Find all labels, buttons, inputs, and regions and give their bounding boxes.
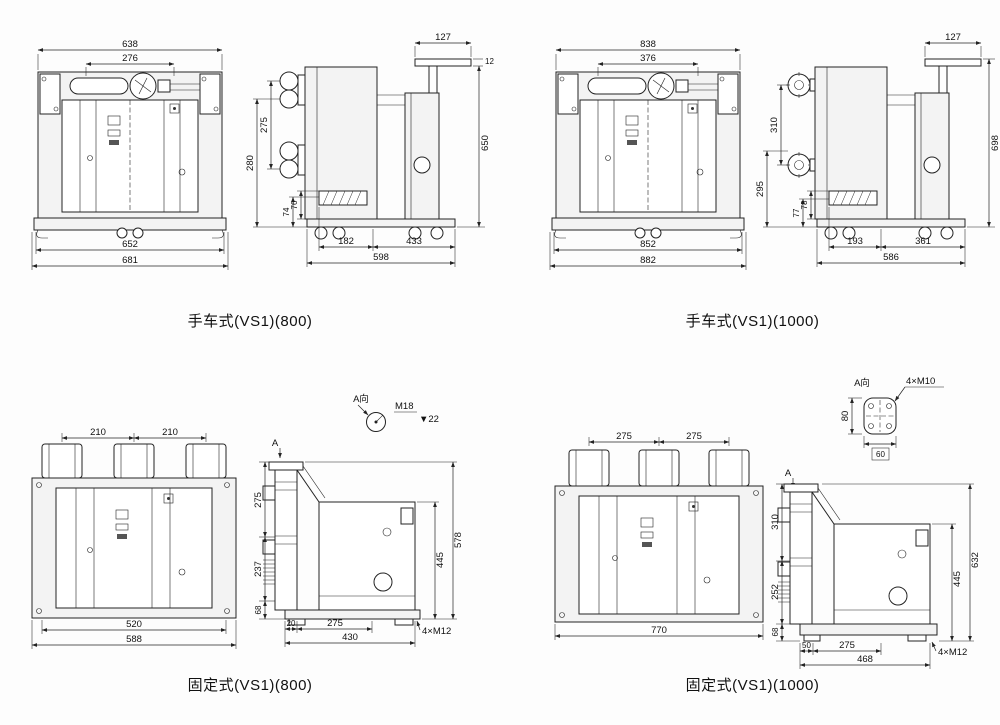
dim-base-outer: 770 [651, 625, 667, 636]
dim-base-total: 586 [883, 252, 899, 263]
side-dimensions [763, 41, 995, 267]
handcart-1000-side-view: 127 310 295 77 78 193 361 586 698 [755, 32, 1000, 267]
dim-r-outer: 578 [453, 532, 464, 548]
dim-h-mid: 252 [770, 584, 781, 600]
caption-fixed-1000: 固定式(VS1)(1000) [685, 677, 820, 694]
dim-r-inner: 445 [952, 571, 963, 587]
front-dimensions [554, 437, 764, 640]
dim-b-mid: 275 [839, 640, 855, 651]
dim-base-outer: 681 [122, 255, 138, 266]
dim-base-total: 598 [373, 252, 389, 263]
dim-b-offset: 20 [287, 619, 296, 628]
dim-base-front: 193 [847, 236, 863, 247]
caption-handcart-1000: 手车式(VS1)(1000) [685, 313, 820, 330]
side-drawing [777, 478, 938, 642]
dim-base-outer: 882 [640, 255, 656, 266]
bolt-note: 4×M12 [422, 626, 451, 637]
front-drawing [31, 443, 237, 619]
front-drawing [554, 449, 764, 623]
front-dimensions [31, 48, 229, 270]
dim-plate-thickness: 12 [485, 57, 494, 66]
bolt-note: 4×M12 [938, 647, 967, 658]
dim-pitch-left: 210 [90, 427, 106, 438]
dim-base-outer: 588 [126, 634, 142, 645]
handcart-1000-front-view: 838 376 852 882 [549, 39, 747, 270]
dim-small-b: 78 [800, 200, 809, 209]
dim-pitch-right: 275 [686, 431, 702, 442]
dim-lower-height: 280 [245, 155, 256, 171]
view-a-label: A向 [353, 393, 369, 405]
dim-pitch-left: 275 [616, 431, 632, 442]
side-drawing [262, 448, 421, 626]
dim-h-lower: 68 [254, 605, 263, 614]
front-dimensions [31, 433, 237, 649]
panel-handcart-800: 638 276 652 681 [10, 18, 494, 368]
handcart-800-front-view: 638 276 652 681 [31, 39, 229, 270]
flange-bolt-note: 4×M10 [906, 376, 935, 387]
dim-r-outer: 632 [970, 552, 981, 568]
dim-b-total: 430 [342, 632, 358, 643]
fixed-800-front-view: 210 210 520 588 [31, 427, 237, 649]
dim-width-outer: 838 [640, 39, 656, 50]
dim-h-upper: 275 [253, 492, 264, 508]
fixed-800-side-view: A向 M18 ▼22 [253, 393, 464, 647]
panel-handcart-1000: 838 376 852 882 [510, 18, 1000, 368]
dim-arm-width: 127 [945, 32, 961, 43]
dim-r-inner: 445 [435, 552, 446, 568]
dim-h-lower: 68 [771, 627, 780, 636]
dim-b-total: 468 [857, 654, 873, 665]
side-drawing [279, 58, 472, 240]
dim-lower-height: 295 [755, 181, 766, 197]
thread-detail [357, 404, 417, 432]
dim-flange-width: 60 [876, 450, 885, 459]
thread-label: M18 [395, 401, 413, 412]
front-drawing [33, 71, 227, 239]
dim-arm-width: 127 [435, 32, 451, 43]
depth-label: ▼22 [419, 414, 439, 425]
fixed-1000-front-view: 275 275 770 [554, 431, 764, 640]
dim-b-offset: 50 [802, 641, 811, 650]
dim-pitch-right: 210 [162, 427, 178, 438]
dim-pole-pitch: 310 [769, 117, 780, 133]
flange-detail [848, 386, 944, 461]
dim-base-mid: 433 [406, 236, 422, 247]
dim-overall-height: 698 [990, 135, 1000, 151]
dim-small-a: 74 [282, 207, 291, 216]
panel-fixed-800: 210 210 520 588 A向 M18 ▼22 [10, 372, 490, 722]
front-dimensions [549, 48, 747, 270]
dim-small-a: 77 [792, 208, 801, 217]
view-a-label: A向 [854, 377, 870, 389]
section-a-label: A [272, 438, 279, 449]
front-drawing [551, 71, 745, 239]
dim-small-b: 76 [290, 200, 299, 209]
dim-b-mid: 275 [327, 618, 343, 629]
dim-base-inner: 852 [640, 239, 656, 250]
dim-base-front: 182 [338, 236, 354, 247]
panel-fixed-1000: 275 275 770 A向 4×M10 80 60 [505, 372, 1000, 722]
dim-base-inner: 652 [122, 239, 138, 250]
dim-width-outer: 638 [122, 39, 138, 50]
dim-pole-pitch: 275 [259, 117, 270, 133]
dim-width-inner: 276 [122, 53, 138, 64]
dim-overall-height: 650 [480, 135, 491, 151]
dim-width-inner: 376 [640, 53, 656, 64]
side-dimensions [259, 461, 457, 647]
dim-base-mid: 361 [915, 236, 931, 247]
section-a-label: A [785, 468, 792, 479]
side-dimensions [253, 41, 485, 267]
dim-flange-height: 80 [840, 411, 851, 422]
fixed-1000-side-view: A向 4×M10 80 60 [770, 376, 981, 669]
handcart-800-side-view: 127 12 275 280 74 76 182 433 598 650 [245, 32, 494, 267]
dim-h-mid: 237 [253, 561, 264, 577]
dim-h-upper: 310 [770, 514, 781, 530]
caption-fixed-800: 固定式(VS1)(800) [187, 677, 313, 694]
dim-base-inner: 520 [126, 619, 142, 630]
side-dimensions [776, 483, 974, 669]
caption-handcart-800: 手车式(VS1)(800) [187, 313, 313, 330]
side-drawing [786, 58, 982, 240]
